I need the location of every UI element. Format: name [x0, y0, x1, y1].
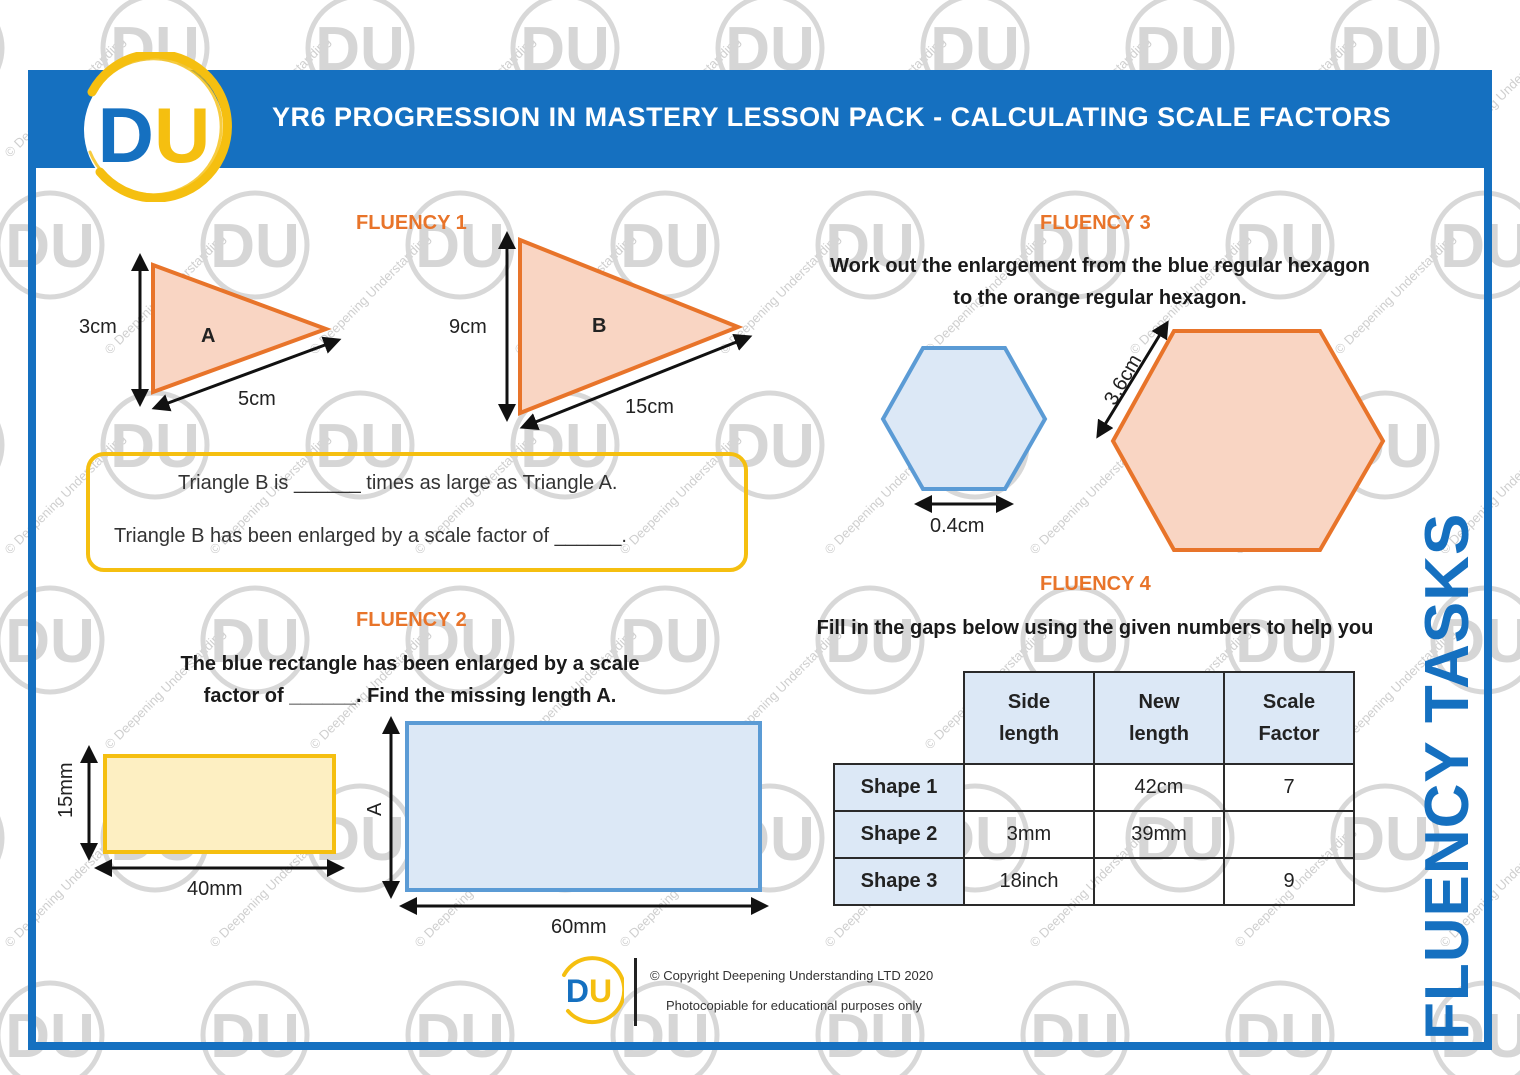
row-label: Shape 1 — [833, 763, 965, 812]
new-length-cell: 42cm — [1093, 763, 1225, 812]
table-row: Shape 3 18inch 9 — [833, 857, 1355, 906]
large-rect-width-label: 60mm — [551, 916, 607, 938]
triangle-b — [518, 237, 744, 416]
fluency-1-title: FLUENCY 1 — [356, 212, 467, 234]
new-length-cell — [1093, 857, 1225, 906]
triangle-a-base-label: 5cm — [238, 388, 276, 410]
footer-divider — [634, 958, 637, 1026]
fluency-3-title: FLUENCY 3 — [1040, 212, 1151, 234]
side-length-cell: 3mm — [963, 810, 1095, 859]
large-rect-height-label: A — [364, 802, 386, 816]
footer-copyright: © Copyright Deepening Understanding LTD … — [650, 968, 934, 983]
du-logo-icon: DU — [84, 52, 232, 202]
fluency-1-answer-box — [86, 452, 748, 572]
triangle-a-label: A — [201, 325, 216, 347]
header-text: Factor — [1258, 723, 1320, 745]
header-text: Scale — [1262, 691, 1316, 713]
header-text: length — [999, 723, 1059, 745]
side-length-cell — [963, 763, 1095, 812]
footer-note: Photocopiable for educational purposes o… — [666, 998, 922, 1013]
table-header-side-length: Side length — [963, 671, 1095, 765]
triangle-a — [151, 262, 332, 395]
large-hexagon-side-arrow — [1096, 320, 1169, 439]
header-text: length — [1129, 723, 1189, 745]
large-rectangle — [405, 721, 762, 892]
footer-logo-text: DU — [566, 973, 612, 1009]
triangle-a-base-arrow — [151, 336, 342, 412]
scale-factor-cell: 7 — [1223, 763, 1355, 812]
page-title: YR6 PROGRESSION IN MASTERY LESSON PACK -… — [272, 102, 1392, 132]
fluency-2-instruction: The blue rectangle has been enlarged by … — [80, 648, 740, 712]
large-hexagon — [1110, 329, 1386, 552]
row-label: Shape 3 — [833, 857, 965, 906]
small-rect-height-label: 15mm — [55, 762, 77, 818]
logo-text: DU — [98, 91, 211, 179]
triangle-a-height-label: 3cm — [79, 316, 117, 338]
fluency-2-instruction-line-1: The blue rectangle has been enlarged by … — [180, 653, 640, 675]
new-length-cell: 39mm — [1093, 810, 1225, 859]
page-frame — [28, 160, 1492, 1050]
row-label: Shape 2 — [833, 810, 965, 859]
triangle-b-height-label: 9cm — [449, 316, 487, 338]
side-length-cell: 18inch — [963, 857, 1095, 906]
triangle-b-base-label: 15cm — [625, 396, 674, 418]
table-row: Shape 1 42cm 7 — [833, 763, 1355, 812]
footer-du-logo-icon: DU — [558, 956, 624, 1025]
fluency-3-instruction: Work out the enlargement from the blue r… — [790, 250, 1410, 314]
header-text: Side — [1007, 691, 1051, 713]
small-hexagon — [880, 346, 1048, 491]
fluency-3-instruction-line-2: to the orange regular hexagon. — [953, 287, 1247, 309]
fluency-2-instruction-line-2: factor of ______. Find the missing lengt… — [203, 685, 617, 707]
header-text: New — [1138, 691, 1180, 713]
fluency-1-sentence-1: Triangle B is ______ times as large as T… — [178, 472, 618, 494]
table-header-new-length: New length — [1093, 671, 1225, 765]
fluency-4-title: FLUENCY 4 — [1040, 573, 1151, 595]
fluency-3-instruction-line-1: Work out the enlargement from the blue r… — [830, 255, 1370, 277]
fluency-1-sentence-2: Triangle B has been enlarged by a scale … — [114, 525, 627, 547]
triangle-b-label: B — [592, 315, 607, 337]
table-corner — [834, 672, 965, 765]
table-row: Shape 2 3mm 39mm — [833, 810, 1355, 859]
header-band — [28, 70, 1492, 168]
fluency-2-title: FLUENCY 2 — [356, 609, 467, 631]
small-rectangle — [103, 754, 336, 854]
small-rect-width-label: 40mm — [187, 878, 243, 900]
scale-factor-cell: 9 — [1223, 857, 1355, 906]
scale-factor-cell — [1223, 810, 1355, 859]
fluency-4-instruction: Fill in the gaps below using the given n… — [816, 617, 1374, 639]
triangle-b-base-arrow — [519, 333, 753, 431]
small-hexagon-side-label: 0.4cm — [930, 515, 985, 537]
